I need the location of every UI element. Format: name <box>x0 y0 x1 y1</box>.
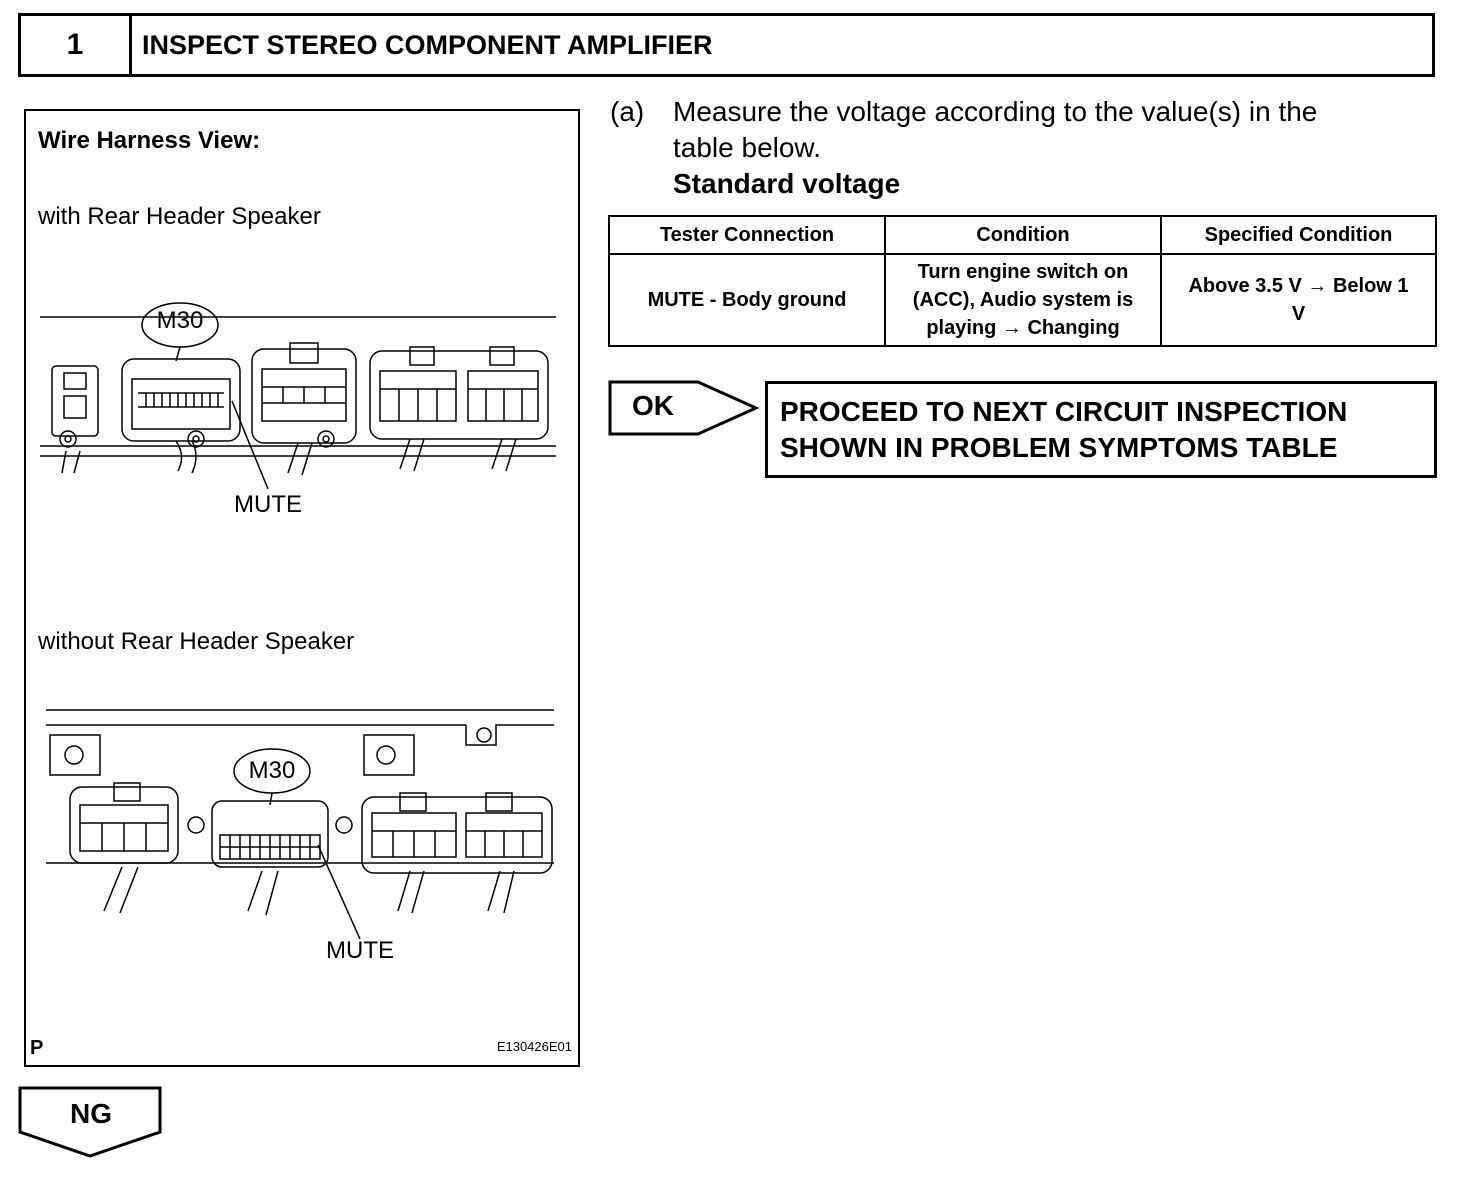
standard-voltage-table: Tester Connection Condition Specified Co… <box>608 215 1437 347</box>
corner-mark: P <box>30 1037 44 1059</box>
step-header: 1 INSPECT STEREO COMPONENT AMPLIFIER <box>18 13 1435 77</box>
header-specified-condition: Specified Condition <box>1160 215 1437 255</box>
specified-line: Above 3.5 V → Below 1 <box>1188 275 1409 297</box>
cell-specified-condition: Above 3.5 V → Below 1 V <box>1160 253 1437 347</box>
ng-label: NG <box>70 1098 112 1129</box>
ok-result-line1: PROCEED TO NEXT CIRCUIT INSPECTION <box>780 396 1348 427</box>
step-title: INSPECT STEREO COMPONENT AMPLIFIER <box>142 29 713 60</box>
connector-label-view1: M30 <box>156 307 204 334</box>
figure-code: E130426E01 <box>496 1039 572 1054</box>
view1-label: with Rear Header Speaker <box>38 203 321 230</box>
table-row: MUTE - Body ground Turn engine switch on… <box>608 253 1437 347</box>
step-number: 1 <box>21 16 132 74</box>
standard-voltage-heading: Standard voltage <box>673 168 901 199</box>
step-a-marker: (a) <box>610 96 645 127</box>
view2-label: without Rear Header Speaker <box>38 628 355 655</box>
connector-drawing <box>40 302 556 940</box>
wire-harness-illustration: Wire Harness View: with Rear Header Spea… <box>24 109 580 1067</box>
cell-condition: Turn engine switch on (ACC), Audio syste… <box>884 253 1162 347</box>
header-tester-connection: Tester Connection <box>608 215 886 255</box>
step-a-line2: table below. <box>673 132 821 163</box>
table-header-row: Tester Connection Condition Specified Co… <box>608 215 1437 255</box>
ok-arrow-shape <box>608 380 760 436</box>
step-a-line1: Measure the voltage according to the val… <box>673 96 1318 127</box>
ok-result-box: PROCEED TO NEXT CIRCUIT INSPECTION SHOWN… <box>765 381 1437 478</box>
terminal-label-view1: MUTE <box>234 491 302 518</box>
cell-tester-connection: MUTE - Body ground <box>608 253 886 347</box>
condition-line: (ACC), Audio system is <box>912 289 1134 311</box>
connector-label-view2: M30 <box>248 757 296 784</box>
condition-line: Turn engine switch on <box>917 261 1129 283</box>
specified-line: V <box>1291 303 1306 325</box>
ok-label: OK <box>632 390 674 421</box>
condition-line: playing → Changing <box>926 317 1120 339</box>
terminal-label-view2: MUTE <box>326 937 394 964</box>
illustration-heading: Wire Harness View: <box>38 127 261 154</box>
ng-arrow-shape <box>18 1086 162 1158</box>
header-condition: Condition <box>884 215 1162 255</box>
ok-result-line2: SHOWN IN PROBLEM SYMPTOMS TABLE <box>780 432 1338 463</box>
